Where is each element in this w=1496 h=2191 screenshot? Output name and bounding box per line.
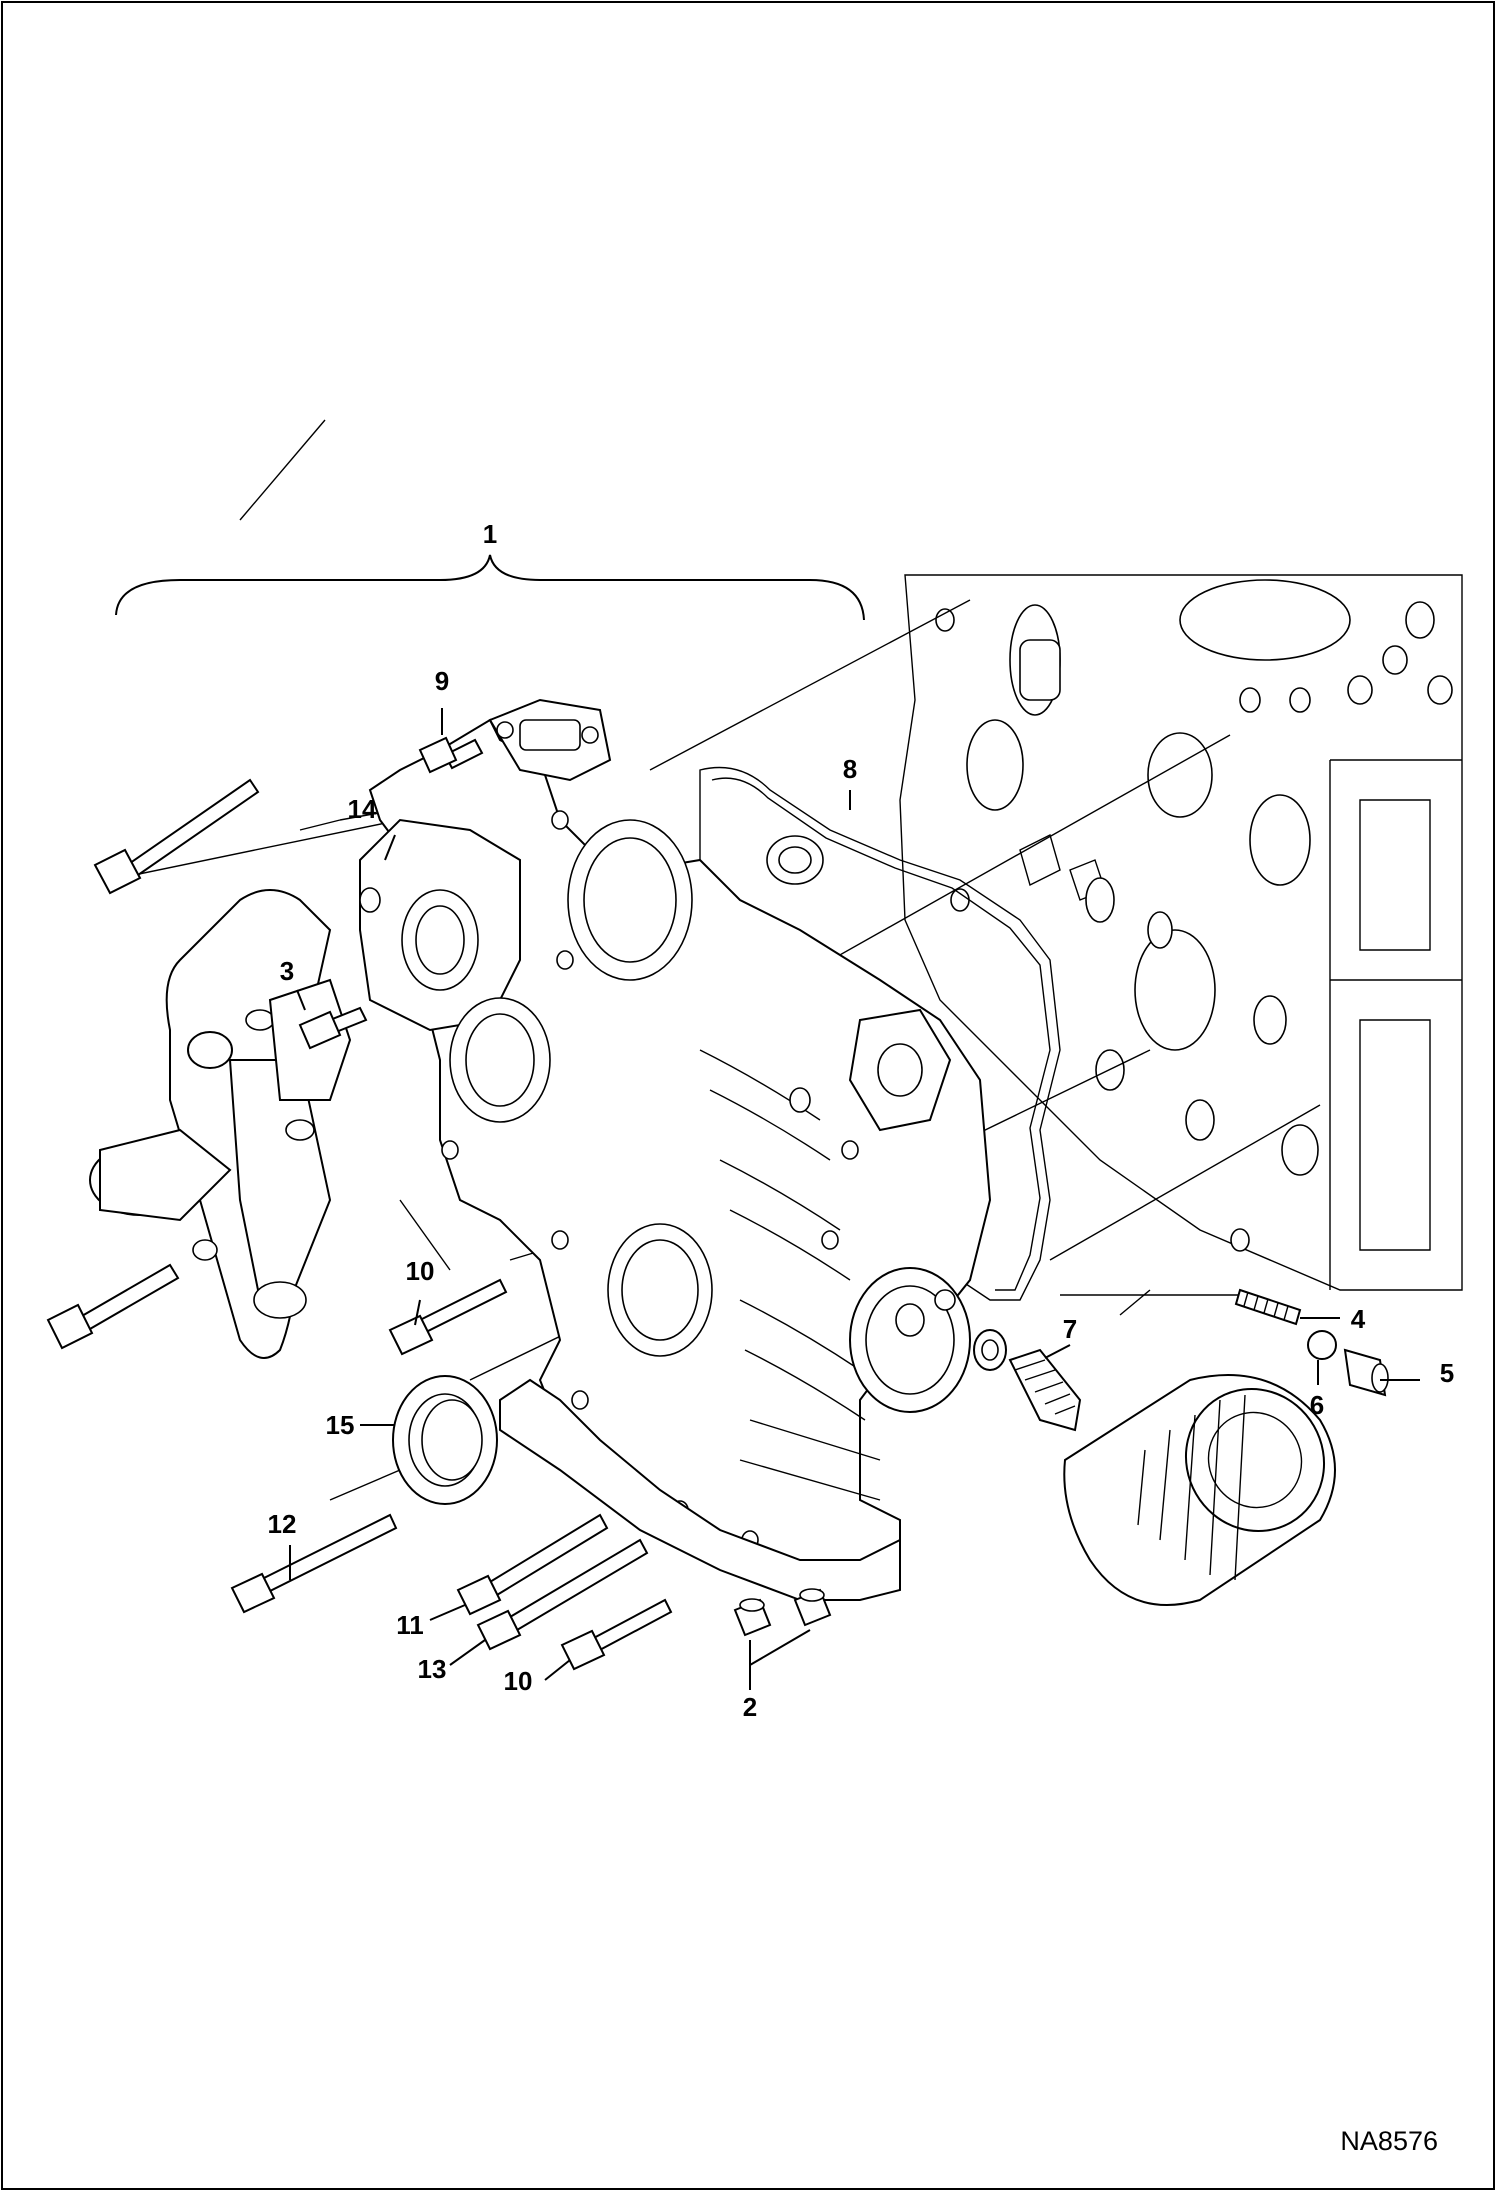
- water-pump: [89, 889, 352, 1359]
- oil-seal: [392, 1375, 498, 1505]
- callout-9: 9: [435, 666, 449, 696]
- figure-id: NA8576: [1340, 2126, 1438, 2156]
- callout-13: 13: [418, 1654, 447, 1684]
- callout-12: 12: [268, 1509, 297, 1539]
- callout-7: 7: [1063, 1314, 1077, 1344]
- callout-8: 8: [843, 754, 857, 784]
- callout-3: 3: [280, 956, 294, 986]
- relief-valve-parts: [1234, 1288, 1389, 1397]
- callout-10-upper: 10: [406, 1256, 435, 1286]
- callout-4: 4: [1351, 1304, 1366, 1334]
- callout-1: 1: [483, 519, 497, 549]
- callout-10-lower: 10: [504, 1666, 533, 1696]
- callout-14: 14: [348, 794, 377, 824]
- oil-filter: [973, 1329, 1336, 1606]
- callout-2: 2: [743, 1692, 757, 1722]
- callout-6: 6: [1310, 1390, 1324, 1420]
- engine-block: [899, 574, 1463, 1291]
- filter-adapter: [849, 1267, 971, 1413]
- callout-15: 15: [326, 1410, 355, 1440]
- front-cover: [359, 698, 992, 1602]
- callout-11: 11: [396, 1610, 424, 1640]
- callout-5: 5: [1440, 1358, 1454, 1388]
- bolts: [46, 736, 673, 1671]
- drain-plugs: [733, 1588, 832, 1637]
- leader-lines: [289, 708, 1420, 1690]
- assembly-brace: [115, 554, 865, 621]
